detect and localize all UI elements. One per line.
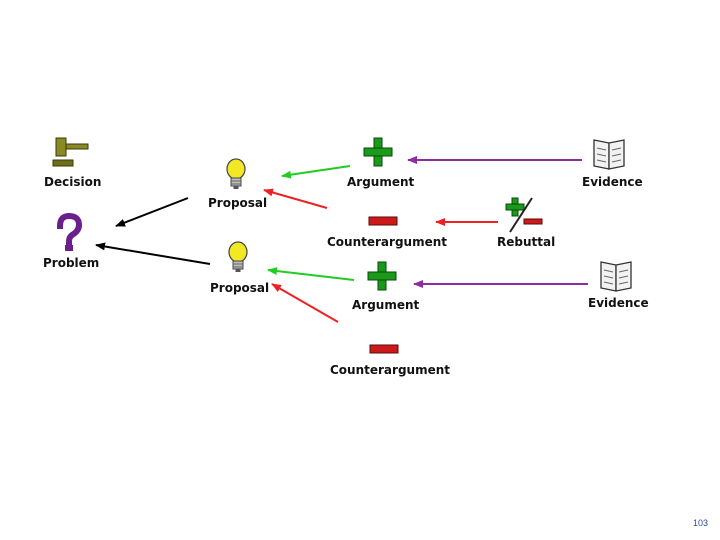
rebuttal-label: Rebuttal xyxy=(497,235,555,249)
minus-icon xyxy=(369,344,399,354)
proposal-2-label: Proposal xyxy=(210,281,269,295)
node-evidence-2: Evidence xyxy=(588,261,649,310)
node-rebuttal: Rebuttal xyxy=(497,197,555,249)
node-argument-2: Argument xyxy=(352,261,420,312)
lightbulb-icon xyxy=(226,158,246,189)
node-decision: Decision xyxy=(44,137,101,189)
arrows xyxy=(95,156,588,323)
plus-minus-icon xyxy=(505,197,543,233)
evidence-1-label: Evidence xyxy=(582,175,643,189)
question-mark-icon xyxy=(56,212,83,251)
book-icon xyxy=(600,261,632,292)
problem-label: Problem xyxy=(43,256,99,270)
argument-2-label: Argument xyxy=(352,298,420,312)
node-proposal-1: Proposal xyxy=(208,158,267,210)
node-evidence-1: Evidence xyxy=(582,139,643,189)
node-proposal-2: Proposal xyxy=(210,241,269,295)
node-counterargument-2: Counterargument xyxy=(330,344,450,377)
evidence-2-label: Evidence xyxy=(588,296,649,310)
plus-icon xyxy=(363,137,393,167)
node-counterargument-1: Counterargument xyxy=(327,216,447,249)
arrow-proposal2-to-problem xyxy=(95,242,211,265)
node-problem: Problem xyxy=(43,212,99,270)
arrow-argument1-to-proposal1 xyxy=(281,165,351,179)
proposal-1-label: Proposal xyxy=(208,196,267,210)
lightbulb-icon xyxy=(228,241,248,272)
gavel-icon xyxy=(52,137,89,167)
decision-label: Decision xyxy=(44,175,101,189)
arrow-counterargument1-to-proposal1 xyxy=(263,188,328,209)
arrow-proposal1-to-problem xyxy=(115,197,189,227)
arrow-argument2-to-proposal2 xyxy=(267,267,355,281)
minus-icon xyxy=(368,216,398,226)
book-icon xyxy=(593,139,625,170)
counterargument-1-label: Counterargument xyxy=(327,235,447,249)
counterargument-2-label: Counterargument xyxy=(330,363,450,377)
argument-1-label: Argument xyxy=(347,175,415,189)
page-number: 103 xyxy=(692,518,708,528)
plus-icon xyxy=(367,261,397,291)
arrow-counterargument2-to-proposal2 xyxy=(271,283,339,323)
node-argument-1: Argument xyxy=(347,137,415,189)
